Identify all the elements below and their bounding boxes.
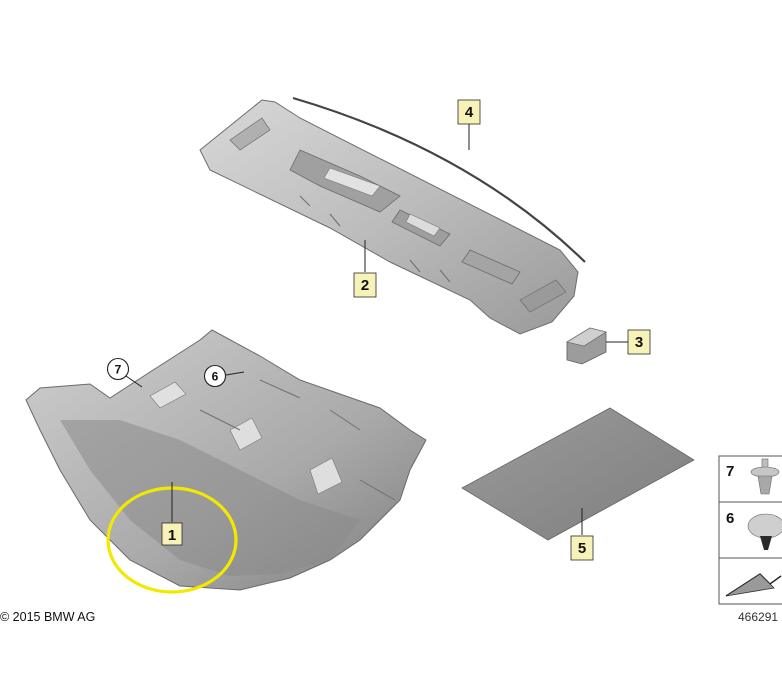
arrow-icon (725, 573, 782, 597)
leader-line-6 (225, 371, 245, 376)
callout-6-label: 6 (212, 370, 219, 384)
callout-5-label: 5 (578, 540, 586, 557)
legend-6-label: 6 (726, 510, 734, 527)
push-rivet-icon (750, 458, 780, 495)
callout-5[interactable]: 5 (570, 535, 594, 561)
copyright-text: © 2015 BMW AG (0, 610, 95, 624)
callout-2-label: 2 (361, 277, 369, 294)
callout-2[interactable]: 2 (353, 272, 377, 298)
callout-1-label: 1 (168, 527, 176, 544)
legend-item-7[interactable]: 7 (726, 458, 780, 495)
parcel-shelf-part (199, 99, 579, 335)
trunk-floor-trim-part (25, 329, 427, 591)
callout-7[interactable]: 7 (106, 357, 130, 381)
buffer-block-part (566, 327, 607, 365)
leader-line-7 (125, 375, 143, 388)
fastener-legend: 7 6 (718, 455, 782, 605)
callout-3[interactable]: 3 (627, 329, 651, 355)
floor-mat-part (461, 407, 695, 541)
callout-6[interactable]: 6 (203, 364, 227, 388)
callout-7-label: 7 (115, 363, 122, 377)
callout-3-label: 3 (635, 334, 643, 351)
legend-7-label: 7 (726, 463, 734, 480)
expanding-clip-icon (747, 513, 782, 550)
legend-item-6[interactable]: 6 (726, 510, 782, 550)
callout-4-label: 4 (465, 104, 474, 121)
callout-1[interactable]: 1 (161, 522, 183, 546)
diagram-id: 466291 (738, 610, 778, 624)
seal-strip-part (292, 96, 586, 263)
callout-4[interactable]: 4 (457, 99, 481, 125)
